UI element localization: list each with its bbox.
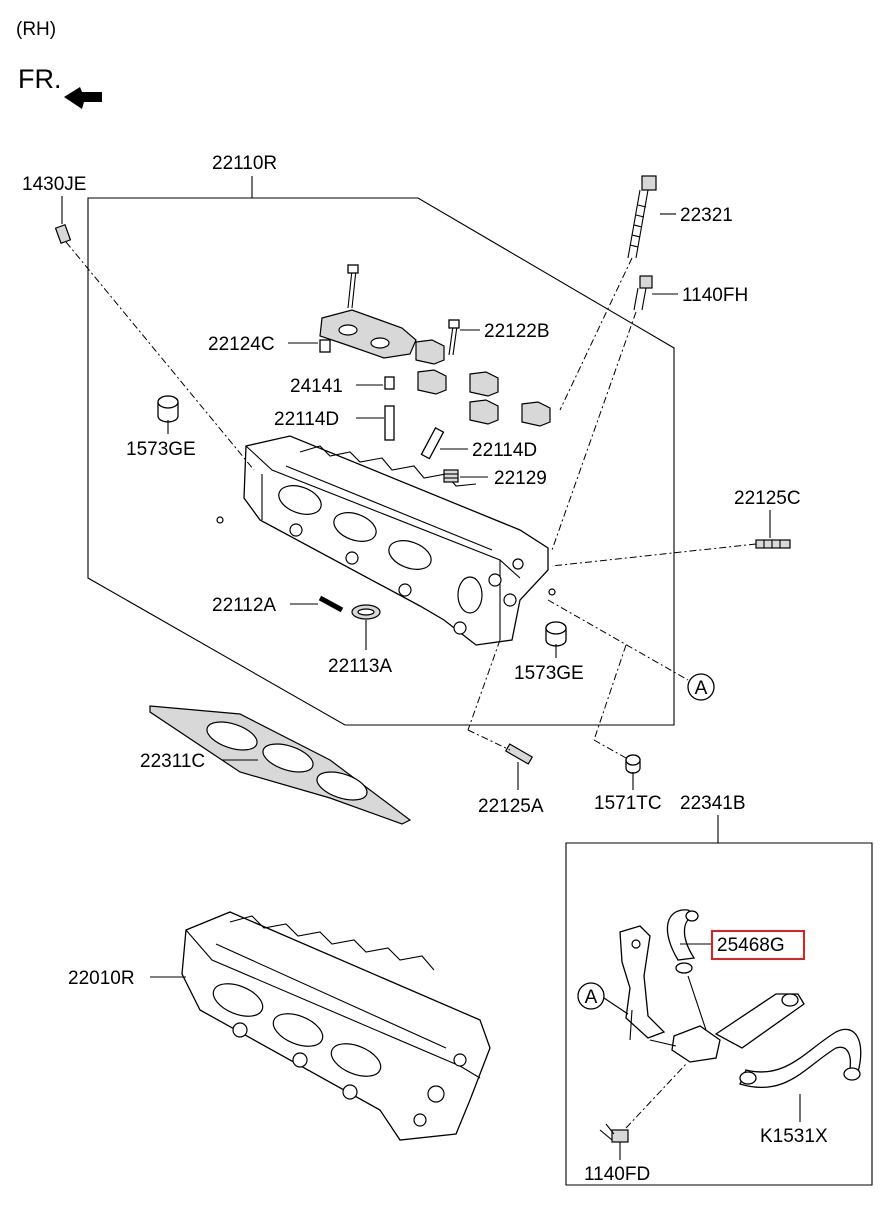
head-assembly-frame [87, 197, 675, 726]
callout-22341B[interactable]: 22341B [680, 793, 746, 814]
head-gasket-22311C [149, 705, 412, 825]
cap-1573GE-a-icon [157, 395, 179, 423]
pcv-fitting-icon [671, 975, 805, 1063]
callout-22125C[interactable]: 22125C [734, 488, 801, 509]
callout-22124C[interactable]: 22124C [208, 334, 275, 355]
svg-text:A: A [585, 987, 598, 1008]
callout-1573GE-a[interactable]: 1573GE [126, 439, 196, 460]
breather-bracket-icon [619, 925, 666, 1041]
callout-22110R[interactable]: 22110R [212, 153, 277, 174]
seal-22113A-icon [351, 604, 381, 620]
highlight-box-25468G [711, 930, 805, 960]
callout-22311C[interactable]: 22311C [140, 751, 205, 772]
cap-1573GE-b-icon [545, 621, 567, 647]
callout-1140FD[interactable]: 1140FD [584, 1164, 650, 1185]
valve-guide-22114D-a [384, 405, 395, 441]
stud-22125C-icon [755, 539, 791, 549]
callout-22125A[interactable]: 22125A [478, 796, 544, 817]
callout-22114D-a[interactable]: 22114D [274, 409, 339, 430]
cylinder-head-22010R [181, 911, 491, 1141]
cap-bolt-icon [347, 264, 359, 309]
leader-lines [61, 196, 801, 1160]
callout-22112A[interactable]: 22112A [212, 595, 276, 616]
plug-1430JE-icon [54, 224, 72, 244]
cap-bolt-22122B-icon [448, 319, 460, 356]
stud-22125A-icon [504, 743, 534, 765]
svg-text:A: A [695, 678, 708, 699]
head-bolt-22321-icon [627, 175, 657, 259]
callout-22113A[interactable]: 22113A [328, 656, 392, 677]
front-label: FR. [18, 64, 62, 94]
callout-22114D-b[interactable]: 22114D [472, 440, 537, 461]
plug-24141 [384, 376, 395, 390]
callout-25468G[interactable]: 25468G [717, 935, 785, 956]
callout-K1531X[interactable]: K1531X [760, 1126, 828, 1147]
breather-assembly-frame [565, 842, 873, 1186]
spring-seat-22129-icon [443, 469, 459, 483]
pin-22112A-icon [318, 595, 344, 613]
front-arrow-icon [64, 87, 102, 109]
reference-marker-a-upper: A [687, 673, 715, 701]
callout-1140FH[interactable]: 1140FH [682, 285, 748, 306]
callout-1430JE[interactable]: 1430JE [22, 174, 86, 195]
cylinder-head-upper [216, 435, 556, 646]
side-indicator: (RH) [16, 19, 56, 40]
callout-1571TC[interactable]: 1571TC [594, 793, 662, 814]
bolt-1140FH-icon [633, 275, 653, 311]
valve-guide-22114D-b [420, 426, 445, 460]
hose-K1531X-icon [739, 1028, 862, 1089]
callout-22010R[interactable]: 22010R [68, 968, 135, 989]
callout-1573GE-b[interactable]: 1573GE [514, 663, 584, 684]
cap-1571TC-icon [625, 754, 641, 774]
bolt-1140FD-icon [599, 1123, 629, 1143]
callout-22122B[interactable]: 22122B [484, 321, 550, 342]
reference-marker-a-lower: A [577, 982, 605, 1010]
callout-22321[interactable]: 22321 [680, 205, 733, 226]
breather-hose-25468G-icon [666, 909, 699, 974]
callout-22129[interactable]: 22129 [494, 468, 547, 489]
camshaft-bearing-caps [319, 309, 551, 427]
dowel-pin-22124C [319, 339, 331, 353]
callout-24141[interactable]: 24141 [290, 376, 343, 397]
